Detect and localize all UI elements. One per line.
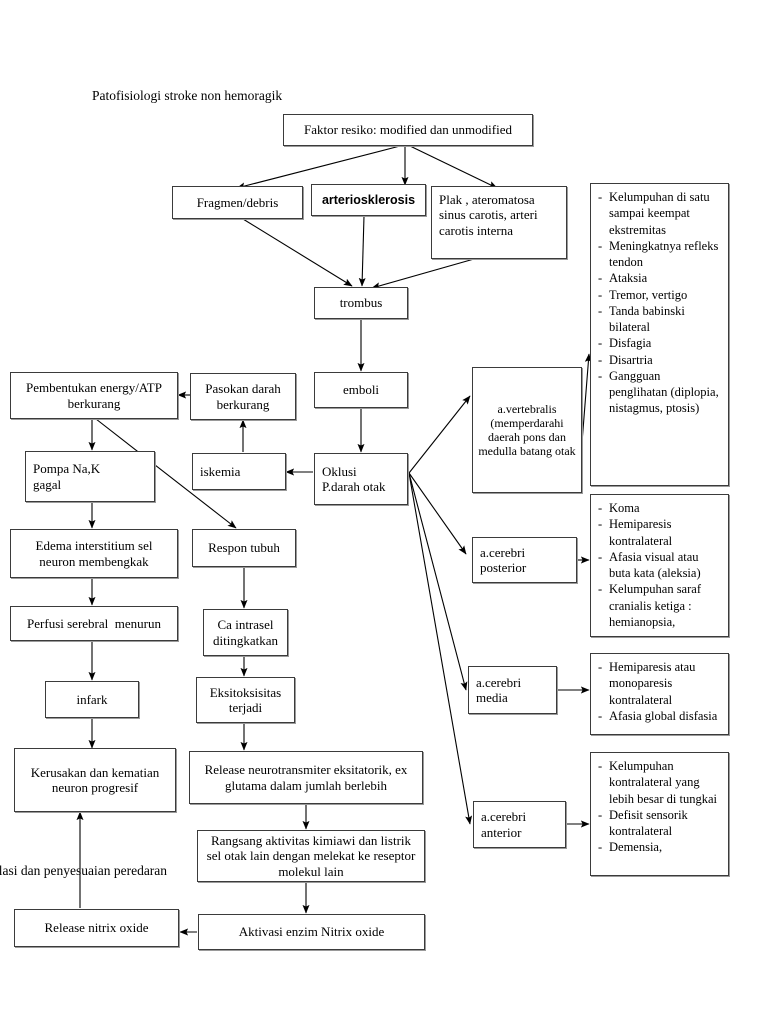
node-a-vertebralis-label: a.vertebralis (memperdarahi daerah pons …	[478, 401, 576, 459]
node-iskemia-label: iskemia	[200, 463, 241, 479]
node-pasokan-darah[interactable]: Pasokan darah berkurang	[190, 373, 296, 420]
node-iskemia[interactable]: iskemia	[192, 453, 286, 490]
node-arteriosklerosis[interactable]: arteriosklerosis	[311, 184, 426, 216]
node-infark-label: infark	[76, 691, 108, 707]
symptom-list-anterior: Kelumpuhan kontralateral yang lebih besa…	[598, 758, 721, 856]
node-trombus[interactable]: trombus	[314, 287, 408, 319]
node-faktor-resiko[interactable]: Faktor resiko: modified dan unmodified	[283, 114, 533, 146]
node-ca-intrasel-label: Ca intrasel ditingkatkan	[213, 617, 278, 648]
node-a-cerebri-anterior-label: a.cerebri anterior	[481, 809, 527, 840]
node-eksitoksisitas-label: Eksitoksisitas terjadi	[209, 684, 285, 715]
list-item: Demensia,	[598, 839, 721, 856]
node-pembentukan-energy[interactable]: Pembentukan energy/ATP berkurang	[10, 372, 178, 419]
list-item: Defisit sensorik kontralateral	[598, 807, 721, 840]
node-edema[interactable]: Edema interstitium sel neuron membengkak	[10, 529, 178, 578]
node-aktivasi-enzim[interactable]: Aktivasi enzim Nitrix oxide	[198, 914, 425, 950]
node-rangsang-label: Rangsang aktivitas kimiawi dan listrik s…	[206, 833, 419, 879]
symptom-list-posterior: Koma Hemiparesis kontralateral Afasia vi…	[598, 500, 721, 630]
list-item: Ataksia	[598, 270, 721, 287]
node-emboli[interactable]: emboli	[314, 372, 408, 408]
symptom-box-anterior[interactable]: Kelumpuhan kontralateral yang lebih besa…	[590, 752, 729, 876]
node-edema-label: Edema interstitium sel neuron membengkak	[35, 538, 156, 569]
list-item: Kelumpuhan di satu sampai keempat ekstre…	[598, 189, 721, 238]
list-item: Tremor, vertigo	[598, 287, 721, 304]
node-a-cerebri-media[interactable]: a.cerebri media	[468, 666, 557, 714]
node-emboli-label: emboli	[342, 382, 380, 398]
node-kerusakan[interactable]: Kerusakan dan kematian neuron progresif	[14, 748, 176, 812]
node-perfusi[interactable]: Perfusi serebral menurun	[10, 606, 178, 641]
node-release-neurotransmiter-label: Release neurotransmiter eksitatorik, ex …	[204, 762, 411, 793]
symptom-box-media[interactable]: Hemiparesis atau monoparesis kontralater…	[590, 653, 729, 735]
node-release-neurotransmiter[interactable]: Release neurotransmiter eksitatorik, ex …	[189, 751, 423, 804]
node-a-cerebri-anterior[interactable]: a.cerebri anterior	[473, 801, 566, 848]
list-item: Afasia visual atau buta kata (aleksia)	[598, 549, 721, 582]
node-release-nitrix-oxide[interactable]: Release nitrix oxide	[14, 909, 179, 947]
list-item: Tanda babinski bilateral	[598, 303, 721, 336]
node-a-cerebri-posterior-label: a.cerebri posterior	[480, 544, 527, 575]
node-plak-label: Plak , ateromatosa sinus carotis, arteri…	[439, 192, 541, 238]
symptom-box-vertebralis[interactable]: Kelumpuhan di satu sampai keempat ekstre…	[590, 183, 729, 486]
node-ca-intrasel[interactable]: Ca intrasel ditingkatkan	[203, 609, 288, 656]
node-faktor-resiko-label: Faktor resiko: modified dan unmodified	[304, 122, 512, 138]
node-pasokan-darah-label: Pasokan darah berkurang	[205, 381, 284, 412]
list-item: Koma	[598, 500, 721, 517]
node-arteriosklerosis-label: arteriosklerosis	[321, 192, 416, 207]
node-fragmen-debris-label: Fragmen/debris	[196, 194, 279, 210]
node-a-cerebri-media-label: a.cerebri media	[476, 674, 522, 705]
symptom-box-posterior[interactable]: Koma Hemiparesis kontralateral Afasia vi…	[590, 494, 729, 637]
node-plak[interactable]: Plak , ateromatosa sinus carotis, arteri…	[431, 186, 567, 259]
clipped-left-label: ulasi dan penyesuaian peredaran	[0, 863, 168, 878]
node-pompa-nak-label: Pompa Na,K gagal	[33, 461, 101, 492]
node-eksitoksisitas[interactable]: Eksitoksisitas terjadi	[196, 677, 295, 723]
node-a-cerebri-posterior[interactable]: a.cerebri posterior	[472, 537, 577, 583]
node-perfusi-label: Perfusi serebral menurun	[27, 615, 161, 631]
node-respon-tubuh-label: Respon tubuh	[208, 540, 280, 556]
list-item: Disartria	[598, 352, 721, 369]
node-rangsang[interactable]: Rangsang aktivitas kimiawi dan listrik s…	[197, 830, 425, 882]
node-oklusi-label: Oklusi P.darah otak	[322, 463, 386, 494]
list-item: Gangguan penglihatan (diplopia, nistagmu…	[598, 368, 721, 417]
node-respon-tubuh[interactable]: Respon tubuh	[192, 529, 296, 567]
page-title: Patofisiologi stroke non hemoragik	[92, 88, 283, 103]
symptom-list-vertebralis: Kelumpuhan di satu sampai keempat ekstre…	[598, 189, 721, 417]
node-a-vertebralis[interactable]: a.vertebralis (memperdarahi daerah pons …	[472, 367, 582, 493]
node-aktivasi-enzim-label: Aktivasi enzim Nitrix oxide	[238, 924, 385, 940]
list-item: Disfagia	[598, 335, 721, 352]
list-item: Kelumpuhan saraf cranialis ketiga : hemi…	[598, 581, 721, 630]
list-item: Afasia global disfasia	[598, 708, 721, 725]
node-trombus-label: trombus	[339, 295, 383, 311]
list-item: Hemiparesis kontralateral	[598, 516, 721, 549]
node-pembentukan-energy-label: Pembentukan energy/ATP berkurang	[26, 380, 166, 411]
symptom-list-media: Hemiparesis atau monoparesis kontralater…	[598, 659, 721, 724]
node-pompa-nak[interactable]: Pompa Na,K gagal	[25, 451, 155, 502]
node-fragmen-debris[interactable]: Fragmen/debris	[172, 186, 303, 219]
node-release-nitrix-oxide-label: Release nitrix oxide	[44, 920, 149, 936]
node-oklusi[interactable]: Oklusi P.darah otak	[314, 453, 408, 505]
list-item: Meningkatnya refleks tendon	[598, 238, 721, 271]
node-kerusakan-label: Kerusakan dan kematian neuron progresif	[30, 764, 163, 795]
list-item: Hemiparesis atau monoparesis kontralater…	[598, 659, 721, 708]
node-infark[interactable]: infark	[45, 681, 139, 718]
list-item: Kelumpuhan kontralateral yang lebih besa…	[598, 758, 721, 807]
